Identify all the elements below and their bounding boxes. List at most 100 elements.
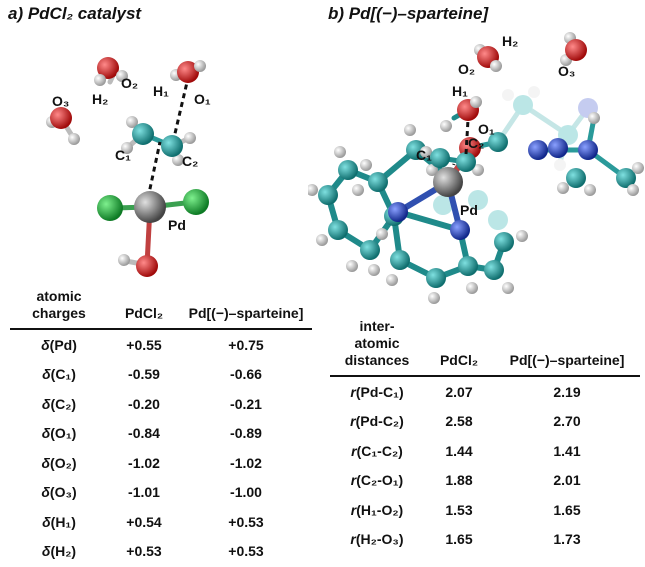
charges-header-sparteine: Pd[(−)–sparteine] bbox=[188, 305, 304, 321]
panel-a-molecule: O₃ H₂ O₂ H₁ O₁ C₁ C₂ Pd bbox=[46, 57, 211, 277]
distance-symbol: r bbox=[351, 442, 357, 459]
distance-value-pdcl2: 1.44 bbox=[445, 442, 473, 459]
charge-value-pdcl2: -0.84 bbox=[128, 425, 160, 442]
charge-target: (C₁) bbox=[50, 366, 76, 383]
distance-row-label: r(Pd-C₁) bbox=[330, 376, 424, 407]
distance-value-sparteine: 2.70 bbox=[553, 413, 581, 430]
distance-symbol: r bbox=[350, 413, 356, 430]
charge-row: δ(H₂)+0.53+0.53 bbox=[10, 537, 312, 567]
charge-value-pdcl2: -0.59 bbox=[128, 366, 160, 383]
distance-value-sparteine: 1.65 bbox=[553, 501, 581, 518]
charge-row: δ(C₂) -0.20 -0.21 bbox=[10, 389, 312, 419]
distance-value-pdcl2: 2.07 bbox=[445, 383, 473, 400]
distance-symbol: r bbox=[350, 501, 357, 518]
label-b-o3: O₃ bbox=[558, 63, 575, 79]
charge-row: δ(Pd) +0.55 +0.75 bbox=[10, 329, 312, 360]
charge-value-sparteine: -0.89 bbox=[230, 425, 262, 442]
label-a-h1: H₁ bbox=[153, 83, 169, 99]
charges-header-pdcl2: PdCl₂ bbox=[124, 305, 164, 321]
charge-target: (C₂) bbox=[50, 395, 77, 412]
charge-row-label: δ(H₂) bbox=[10, 537, 108, 567]
label-a-c2: C₂ bbox=[182, 153, 198, 169]
charge-row-label: δ(C₁) bbox=[10, 360, 108, 390]
distance-row: r(Pd-C₂) 2.58 2.70 bbox=[330, 407, 640, 437]
distance-value-pdcl2: 2.58 bbox=[445, 413, 473, 430]
charge-row: δ(H₁) +0.54 +0.53 bbox=[10, 507, 312, 537]
distances-header-row: inter- atomic distances PdCl₂ Pd[(−)–spa… bbox=[330, 318, 640, 376]
charge-row-label: δ(O₁) bbox=[10, 419, 108, 449]
distance-target: (Pd-C₂) bbox=[355, 413, 404, 430]
distance-row: r(Pd-C₁) 2.07 2.19 bbox=[330, 376, 640, 407]
distances-header-label: inter- atomic distances bbox=[344, 318, 410, 368]
charge-target: (H₂) bbox=[50, 543, 77, 560]
distance-target: (H₁-O₂) bbox=[356, 501, 404, 518]
charge-value-pdcl2: -1.01 bbox=[128, 484, 160, 501]
charge-target: (O₁) bbox=[50, 425, 77, 442]
charges-header-label: atomic charges bbox=[32, 288, 86, 321]
distance-row: r(C₂-O₁) 1.88 2.01 bbox=[330, 466, 640, 496]
charge-value-pdcl2: +0.54 bbox=[126, 513, 162, 530]
charge-target: (O₂) bbox=[50, 454, 77, 471]
distance-symbol: r bbox=[350, 531, 356, 548]
charge-value-pdcl2: -1.02 bbox=[128, 454, 160, 471]
charge-symbol: δ bbox=[41, 543, 51, 560]
distance-row-label: r(Pd-C₂) bbox=[330, 407, 424, 437]
distance-target: (C₁-C₂) bbox=[356, 442, 403, 459]
distance-value-sparteine: 1.73 bbox=[553, 531, 581, 548]
charges-table: atomic charges PdCl₂ Pd[(−)–sparteine] δ… bbox=[10, 288, 312, 566]
charge-row: δ(O₂)-1.02-1.02 bbox=[10, 448, 312, 478]
charge-value-sparteine: +0.53 bbox=[228, 513, 264, 530]
charge-row-label: δ(O₂) bbox=[10, 448, 108, 478]
label-a-o2: O₂ bbox=[121, 75, 138, 91]
distances-header-sparteine: Pd[(−)–sparteine] bbox=[509, 352, 625, 368]
label-b-o2: O₂ bbox=[458, 61, 475, 77]
panel-a-title: a) PdCl₂ catalyst bbox=[8, 4, 142, 23]
charge-symbol: δ bbox=[41, 484, 50, 501]
charge-symbol: δ bbox=[41, 395, 51, 412]
distance-symbol: r bbox=[350, 472, 357, 489]
distances-table: inter- atomic distances PdCl₂ Pd[(−)–spa… bbox=[330, 318, 640, 554]
charge-value-sparteine: -1.00 bbox=[230, 484, 262, 501]
charge-target: (H₁) bbox=[50, 513, 76, 530]
distance-value-sparteine: 2.19 bbox=[553, 383, 581, 400]
label-b-c2: C₂ bbox=[468, 135, 484, 151]
charges-header-row: atomic charges PdCl₂ Pd[(−)–sparteine] bbox=[10, 288, 312, 329]
charge-symbol: δ bbox=[42, 366, 51, 383]
label-a-o3: O₃ bbox=[52, 93, 69, 109]
charge-value-pdcl2: -0.20 bbox=[128, 395, 160, 412]
charge-value-sparteine: +0.75 bbox=[228, 336, 264, 353]
label-b-h2: H₂ bbox=[502, 33, 518, 49]
label-b-o1: O₁ bbox=[478, 121, 495, 137]
charge-row-label: δ(O₃) bbox=[10, 478, 108, 508]
distance-row-label: r(C₂-O₁) bbox=[330, 466, 424, 496]
charge-symbol: δ bbox=[42, 513, 51, 530]
charge-row: δ(O₃) -1.01 -1.00 bbox=[10, 478, 312, 508]
distance-row-label: r(H₁-O₂) bbox=[330, 495, 424, 525]
panel-b-molecule: H₂ O₂ O₃ H₁ O₁ C₁ C₂ Pd bbox=[308, 32, 644, 304]
distance-row-label: r(C₁-C₂) bbox=[330, 436, 424, 466]
distance-target: (Pd-C₁) bbox=[355, 383, 404, 400]
charge-value-sparteine: -0.21 bbox=[230, 395, 262, 412]
label-a-c1: C₁ bbox=[115, 147, 131, 163]
charge-value-pdcl2: +0.55 bbox=[126, 336, 162, 353]
distance-value-pdcl2: 1.88 bbox=[445, 472, 473, 489]
distance-row: r(H₂-O₃) 1.65 1.73 bbox=[330, 525, 640, 555]
charge-row: δ(C₁)-0.59-0.66 bbox=[10, 360, 312, 390]
distance-target: (H₂-O₃) bbox=[355, 531, 404, 548]
charge-symbol: δ bbox=[41, 425, 51, 442]
distance-value-sparteine: 2.01 bbox=[553, 472, 581, 489]
distances-header-pdcl2: PdCl₂ bbox=[439, 352, 479, 368]
charge-symbol: δ bbox=[41, 336, 50, 353]
distance-value-pdcl2: 1.65 bbox=[445, 531, 473, 548]
charge-row-label: δ(Pd) bbox=[10, 329, 108, 360]
label-a-o1: O₁ bbox=[194, 91, 211, 107]
charge-row-label: δ(H₁) bbox=[10, 507, 108, 537]
charge-value-sparteine: +0.53 bbox=[228, 543, 264, 560]
distance-target: (C₂-O₁) bbox=[356, 472, 404, 489]
charge-row-label: δ(C₂) bbox=[10, 389, 108, 419]
label-a-pd: Pd bbox=[168, 217, 186, 233]
label-b-c1: C₁ bbox=[416, 147, 432, 163]
label-b-h1: H₁ bbox=[452, 83, 468, 99]
